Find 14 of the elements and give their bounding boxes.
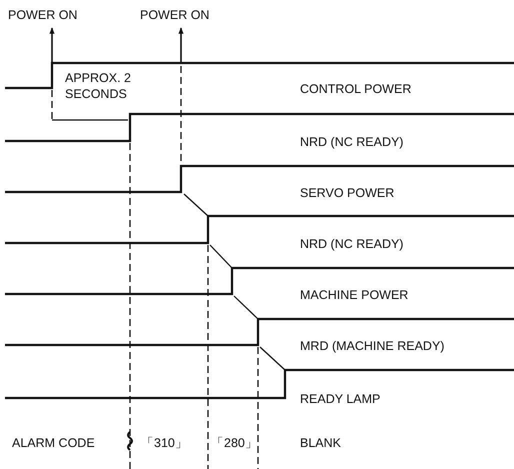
alarm-code: 「310」 [141, 435, 188, 452]
alarm-code: BLANK [300, 435, 341, 452]
event-label: POWER ON [8, 7, 78, 24]
interval-label: APPROX. 2 SECONDS [65, 70, 132, 102]
signal-name: NRD (NC READY) [300, 236, 404, 252]
signal-name: SERVO POWER [300, 185, 394, 202]
signal-name: NRD (NC READY) [300, 134, 404, 150]
signal-name: CONTROL POWER [300, 81, 412, 98]
event-label: POWER ON [140, 7, 210, 24]
alarm-code: 「280」 [211, 435, 258, 452]
signal-name: READY LAMP [300, 391, 380, 408]
row-label: ALARM CODE [12, 435, 95, 452]
signal-name: MRD (MACHINE READY) [300, 338, 444, 354]
signal-name: MACHINE POWER [300, 287, 408, 304]
